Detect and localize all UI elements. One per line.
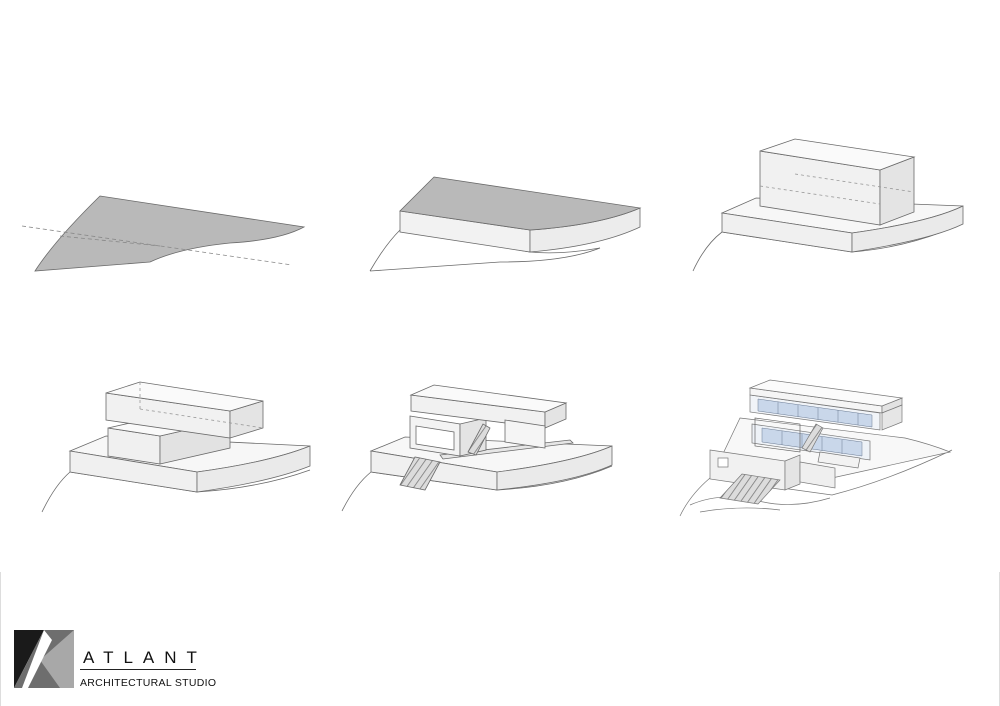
upper-floor-side (881, 404, 903, 431)
exterior-stairs (399, 456, 441, 491)
lower-window (717, 457, 729, 468)
axis-line-2 (59, 235, 161, 247)
step-site-plot (21, 195, 306, 272)
axis-line-1 (21, 225, 293, 266)
ground-outline (369, 229, 601, 272)
volume-top (759, 138, 916, 171)
roof-slab-top (748, 379, 904, 407)
interior-stairs (801, 423, 824, 453)
upper-box-top (409, 384, 568, 413)
lower-wing-side (784, 454, 801, 491)
atlant-logo-mark (14, 630, 74, 688)
page-frame-left (0, 572, 1, 706)
interior-stairs (467, 423, 491, 456)
step-main-volume (692, 138, 964, 272)
garden-planter (817, 451, 861, 469)
plinth-curve-face (851, 205, 964, 253)
plinth-top (399, 176, 642, 231)
upper-floor-glazing (757, 398, 873, 428)
step-plinth (369, 176, 642, 272)
site-surface (34, 195, 306, 272)
ground-contour (699, 507, 781, 513)
brand-name: ATLANT (83, 648, 207, 667)
hidden-edge (794, 173, 915, 193)
hidden-edge (759, 185, 881, 205)
step-frame-and-stairs (341, 384, 613, 512)
exterior-stairs (719, 473, 781, 505)
perimeter-wall (799, 461, 836, 489)
lower-frame-opening (415, 425, 455, 451)
upper-block-top (105, 381, 264, 412)
logo-shape-white (22, 630, 52, 688)
step-final-house (679, 379, 953, 517)
plinth-curve-face (496, 445, 613, 491)
step-split-volumes (41, 381, 311, 513)
plinth-curve-face (196, 445, 311, 493)
upper-box-frame (504, 419, 546, 449)
brand-tagline: ARCHITECTURAL STUDIO (80, 677, 217, 689)
hidden-edge (139, 408, 264, 429)
brand-divider (80, 669, 196, 670)
logo-shape-light (40, 630, 74, 688)
balcony-frame (754, 417, 801, 453)
ground-outline (679, 449, 953, 517)
